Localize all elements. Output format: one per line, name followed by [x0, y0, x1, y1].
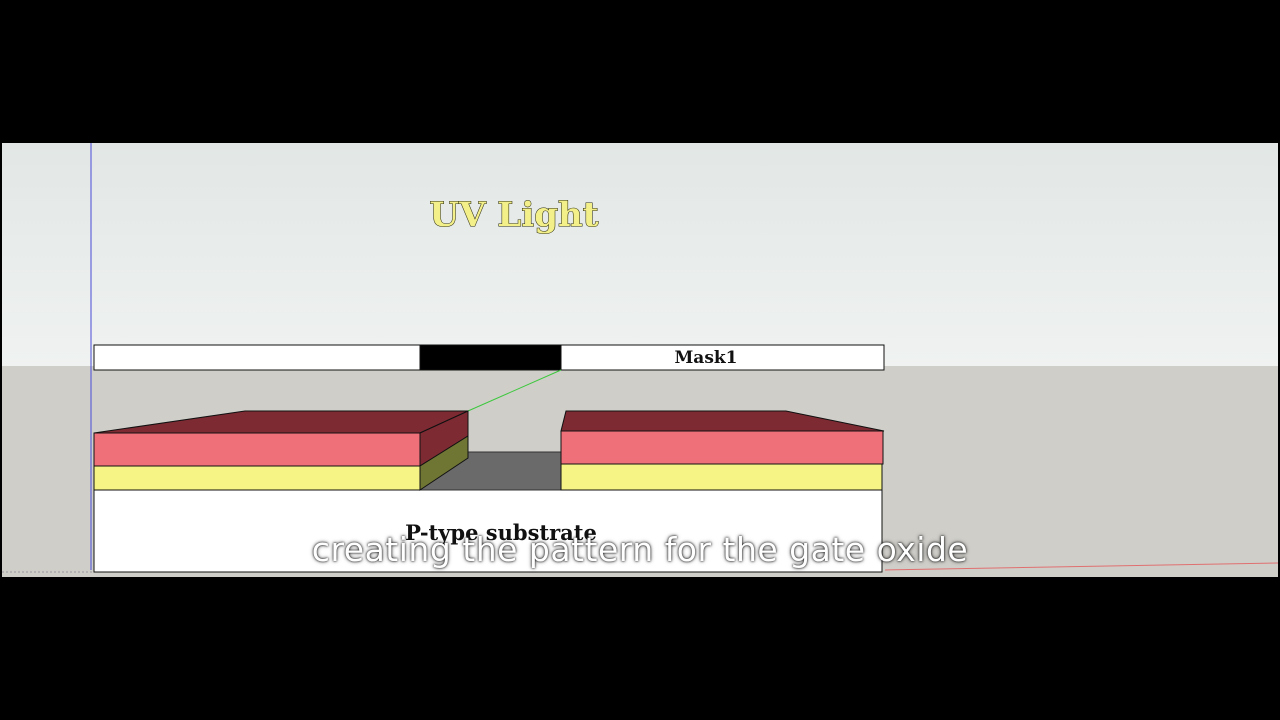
sky-background	[2, 143, 1278, 366]
video-subtitle: creating the pattern for the gate oxide	[311, 530, 969, 569]
right-photoresist-front	[560, 430, 884, 465]
red-axis-line	[884, 562, 1279, 571]
mask-left-segment	[93, 344, 421, 371]
substrate-label: P-type substrate	[405, 520, 597, 545]
uv-light-label: UV Light	[430, 195, 599, 235]
left-oxide-side	[419, 435, 469, 491]
mask-label: Mask1	[674, 348, 737, 368]
mask-opaque-segment	[419, 344, 562, 371]
right-oxide-front	[560, 463, 883, 491]
green-guide-line	[467, 369, 562, 412]
left-photoresist-front	[93, 432, 421, 467]
mask-right-segment	[560, 344, 885, 371]
p-type-substrate	[93, 489, 883, 573]
left-oxide-front	[93, 465, 421, 491]
